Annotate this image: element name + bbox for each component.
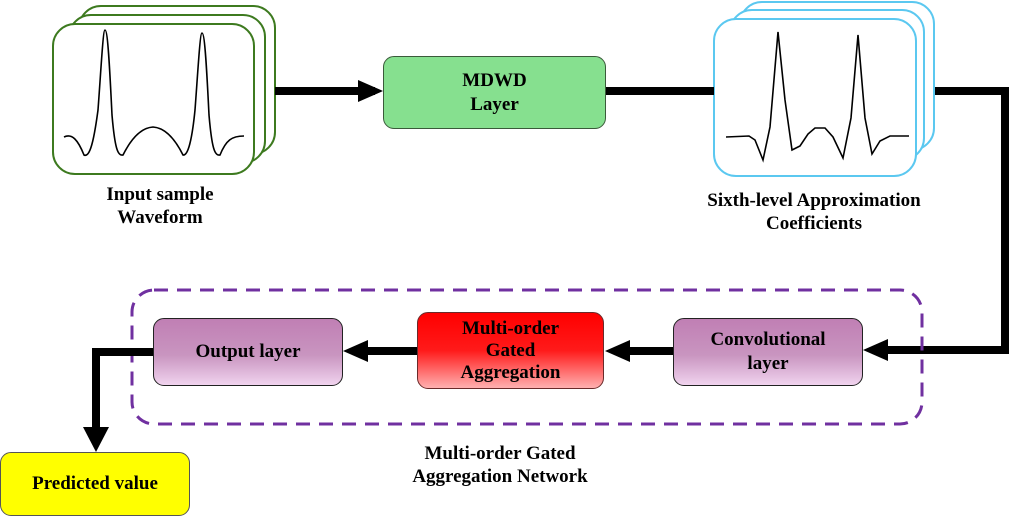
- arrowhead-icon: [358, 80, 383, 102]
- output-layer-block: Output layer: [153, 318, 343, 386]
- smooth-waveform-icon: [63, 29, 245, 156]
- group-label-line: Aggregation Network: [412, 466, 588, 487]
- block-label-line: MDWD: [462, 69, 527, 91]
- group-label-line: Multi-order Gated: [424, 443, 576, 464]
- input-waveform-caption: Input sample Waveform: [70, 183, 250, 229]
- arrowhead-icon: [863, 339, 888, 361]
- caption-line: Sixth-level Approximation: [707, 190, 921, 211]
- connector-approximation-to-conv: [885, 87, 1009, 354]
- convolutional-layer-block: Convolutional layer: [673, 318, 863, 386]
- predicted-value-block: Predicted value: [0, 452, 190, 516]
- arrowhead-icon: [343, 340, 368, 362]
- block-label-line: Aggregation: [460, 361, 561, 383]
- caption-line: Coefficients: [765, 213, 863, 234]
- block-label-line: Gated: [485, 339, 536, 361]
- block-label: Predicted value: [32, 473, 158, 494]
- caption-line: Waveform: [117, 207, 203, 228]
- multi-order-gated-aggregation-block: Multi-order Gated Aggregation: [417, 312, 604, 389]
- approximation-caption: Sixth-level Approximation Coefficients: [680, 189, 948, 235]
- network-group-border: [130, 288, 924, 426]
- stack-card-front: [52, 23, 255, 175]
- approximation-stack: [713, 1, 935, 177]
- arrowhead-icon: [605, 340, 630, 362]
- mdwd-layer-block: MDWD Layer: [383, 56, 606, 129]
- block-label-line: Convolutional: [710, 329, 826, 350]
- block-label-line: Multi-order: [461, 317, 560, 339]
- connector-output-to-predicted: [92, 348, 153, 430]
- stack-card-front: [713, 18, 917, 177]
- block-label: Output layer: [195, 341, 301, 362]
- input-waveform-stack: [52, 5, 276, 175]
- network-group-label: Multi-order Gated Aggregation Network: [380, 442, 620, 488]
- block-label-line: Layer: [470, 93, 519, 115]
- caption-line: Input sample: [106, 184, 214, 205]
- arrowhead-icon: [83, 427, 109, 452]
- jagged-waveform-icon: [725, 31, 909, 163]
- block-label-line: layer: [747, 353, 789, 374]
